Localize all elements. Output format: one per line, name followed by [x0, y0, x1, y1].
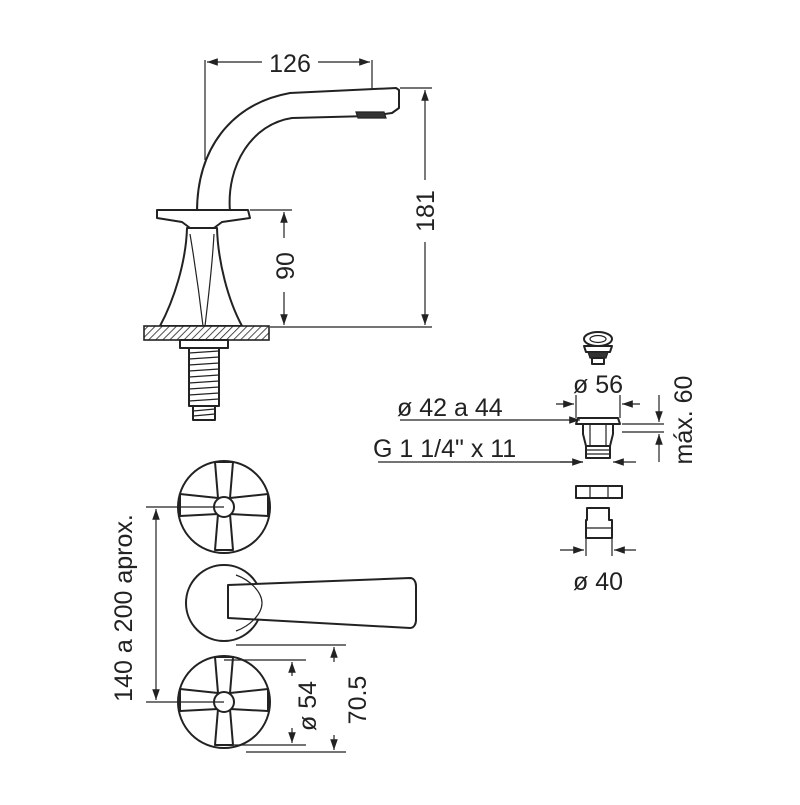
dim-flange-diameter: ø 56 [573, 371, 623, 399]
base-plate [143, 325, 270, 341]
drain-assembly: ø 56 ø 42 a 44 G 1 1/4" x 11 máx. 60 ø 4… [373, 331, 698, 596]
dim-tail-diameter: ø 40 [573, 568, 623, 596]
shank-nut [179, 339, 229, 349]
threaded-shank [188, 347, 220, 421]
drain-nut [575, 485, 623, 499]
faucet-side-view: 126 181 90 [143, 50, 440, 421]
dim-handle-height: 70.5 [344, 676, 372, 725]
dim-body-height: 90 [272, 252, 300, 280]
dim-thread: G 1 1/4" x 11 [373, 435, 516, 463]
spout-top [227, 577, 417, 629]
dim-spout-reach: 126 [269, 50, 311, 78]
drain-body [582, 423, 614, 447]
spout-outlet [355, 111, 387, 119]
faucet-top-view: 140 a 200 aprox. ø 54 70.5 [110, 460, 417, 753]
drain-thread [585, 445, 611, 459]
dim-max-height: máx. 60 [670, 376, 698, 465]
dim-handle-diameter: ø 54 [294, 681, 322, 731]
spout [196, 87, 400, 213]
drain-tail [585, 507, 613, 539]
drain-plug-cap [583, 331, 613, 347]
dim-total-height: 181 [412, 190, 440, 232]
cross-handle-side [156, 209, 251, 229]
dim-handle-spacing: 140 a 200 aprox. [110, 514, 138, 702]
dim-hole-diameter: ø 42 a 44 [397, 394, 503, 422]
